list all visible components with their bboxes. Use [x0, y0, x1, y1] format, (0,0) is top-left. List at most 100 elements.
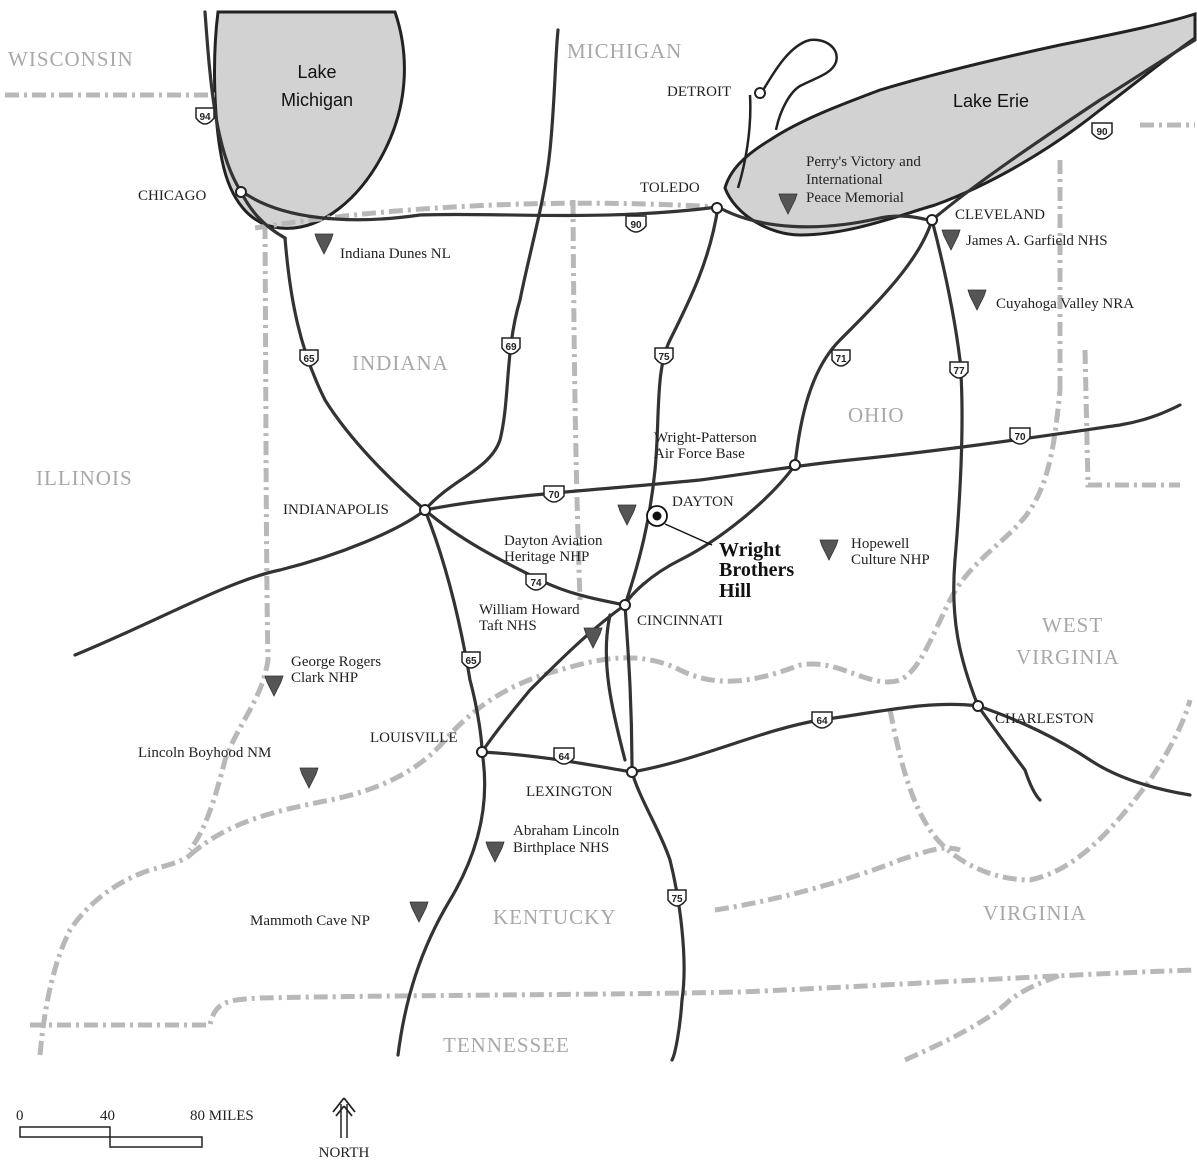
state-label-ohio: OHIO: [848, 403, 905, 427]
road-i94: [203, 10, 287, 240]
city-dot-lexington: [626, 766, 638, 778]
city-dot-cleveland: [926, 214, 938, 226]
city-label-toledo: TOLEDO: [640, 180, 700, 196]
border-il-in: [187, 224, 271, 852]
city-dot-wright-patterson: [789, 459, 801, 471]
road-i69: [423, 28, 560, 512]
arrowhead-icon-lincoln-boyhood: [299, 767, 319, 789]
park-markers: [264, 193, 987, 923]
arrowhead-icon-indiana-dunes: [314, 233, 334, 255]
arrowhead-icon-garfield: [941, 229, 961, 251]
city-dot-chicago: [235, 186, 247, 198]
shield-i75-a: 75: [654, 347, 674, 365]
city-label-indianapolis: INDIANAPOLIS: [283, 502, 389, 518]
city-dot-charleston: [972, 700, 984, 712]
road-i65-north: [283, 236, 427, 512]
road-i90-west: [238, 188, 720, 222]
north-arrow-icon: [332, 1097, 356, 1138]
highlight-label-line-3: Hill: [719, 580, 752, 602]
arrowhead-icon-cuyahoga: [967, 289, 987, 311]
state-label-virginia: VIRGINIA: [983, 901, 1087, 925]
shield-i70-a: 70: [543, 485, 565, 503]
svg-text:90: 90: [630, 220, 642, 231]
shield-i75-b: 75: [667, 889, 687, 907]
site-label-lincoln-birthplace-1: Abraham Lincoln: [513, 823, 620, 839]
arrowhead-icon-mammoth-cave: [409, 901, 429, 923]
site-label-taft-1: William Howard: [479, 602, 580, 618]
arrowhead-icon-hopewell: [819, 539, 839, 561]
city-dot-cincinnati: [619, 599, 631, 611]
scale-bar: 0 40 80 MILES: [16, 1108, 254, 1148]
city-dot-detroit: [754, 87, 766, 99]
city-dot-louisville: [476, 746, 488, 758]
site-label-perry-1: Perry's Victory and: [806, 154, 921, 170]
state-label-west-virginia-1: WEST: [1042, 613, 1103, 637]
highlight-label-line-1: Wright: [719, 539, 781, 561]
site-label-taft-2: Taft NHS: [479, 618, 537, 634]
site-label-lincoln-birthplace-2: Birthplace NHS: [513, 840, 609, 856]
lake-label-erie: Lake Erie: [953, 91, 1029, 111]
svg-text:94: 94: [199, 112, 211, 123]
city-label-lexington: LEXINGTON: [526, 784, 613, 800]
border-wv-pa: [1082, 349, 1180, 488]
border-ky-wv-va: [887, 699, 1193, 883]
scale-label-eighty: 80 MILES: [190, 1108, 254, 1124]
svg-text:65: 65: [303, 354, 315, 365]
border-ky-tn: [30, 967, 1196, 1028]
state-label-tennessee: TENNESSEE: [443, 1033, 570, 1057]
site-label-dayton-aviation-1: Dayton Aviation: [504, 533, 603, 549]
lake-label-michigan-1: Lake: [297, 62, 336, 82]
site-label-indiana-dunes: Indiana Dunes NL: [340, 246, 451, 262]
state-label-wisconsin: WISCONSIN: [8, 47, 134, 71]
road-i77: [930, 218, 1042, 802]
shield-i64-a: 64: [553, 747, 575, 765]
shield-i90-b: 90: [1091, 122, 1113, 140]
svg-text:71: 71: [835, 354, 847, 365]
site-label-cuyahoga: Cuyahoga Valley NRA: [996, 296, 1134, 312]
arrowhead-icon-taft: [583, 627, 603, 649]
road-i71-south: [480, 603, 627, 754]
lake-label-michigan-2: Michigan: [281, 90, 353, 110]
state-label-illinois: ILLINOIS: [36, 466, 133, 490]
scale-label-forty: 40: [100, 1108, 115, 1124]
road-i90-east: [716, 38, 1197, 229]
dayton-target-icon: [646, 505, 713, 546]
border-va-ky-tn: [714, 845, 961, 913]
site-label-wright-patterson-1: Wright-Patterson: [654, 430, 757, 446]
city-dot-toledo: [711, 202, 723, 214]
shield-i77: 77: [949, 361, 969, 379]
svg-text:64: 64: [816, 716, 828, 727]
city-label-cleveland: CLEVELAND: [955, 207, 1045, 223]
road-i70: [73, 403, 1182, 657]
svg-text:74: 74: [530, 578, 542, 589]
highlight-label-line-2: Brothers: [719, 559, 794, 581]
north-label: NORTH: [319, 1145, 370, 1161]
lake-st-clair: [760, 38, 838, 131]
site-label-hopewell-2: Culture NHP: [851, 552, 930, 568]
site-label-perry-3: Peace Memorial: [806, 190, 904, 206]
city-label-charleston: CHARLESTON: [995, 711, 1094, 727]
road-i64: [480, 702, 1192, 797]
city-dot-indianapolis: [419, 504, 431, 516]
site-label-lincoln-boyhood: Lincoln Boyhood NM: [138, 745, 271, 761]
city-label-dayton: DAYTON: [672, 494, 734, 510]
road-i75-north: [623, 205, 720, 607]
arrowhead-icon-clark: [264, 675, 284, 697]
shield-i69: 69: [501, 337, 521, 355]
detroit-river: [736, 94, 752, 189]
state-label-west-virginia-2: VIRGINIA: [1016, 645, 1120, 669]
border-ky-west: [37, 853, 192, 1056]
road-i65-south: [396, 508, 487, 1057]
lake-erie: [723, 11, 1197, 237]
city-dots: [235, 87, 984, 778]
road-i75-south: [623, 603, 686, 1062]
city-label-louisville: LOUISVILLE: [370, 730, 457, 746]
state-label-indiana: INDIANA: [352, 351, 449, 375]
site-label-wright-patterson-2: Air Force Base: [654, 446, 745, 462]
svg-text:70: 70: [1014, 432, 1026, 443]
shield-i65-a: 65: [299, 349, 319, 367]
site-label-hopewell-1: Hopewell: [851, 536, 909, 552]
arrowhead-icon-lincoln-birthplace: [485, 841, 505, 863]
site-label-garfield: James A. Garfield NHS: [966, 233, 1108, 249]
